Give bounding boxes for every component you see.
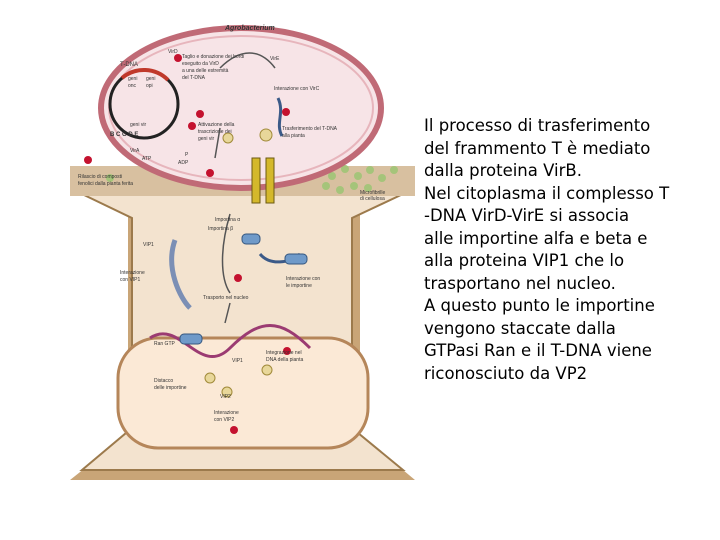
svg-text:Trasferimento del T-DNA: Trasferimento del T-DNA [282, 126, 338, 132]
svg-text:di cellulosa: di cellulosa [360, 196, 385, 202]
bacterium-body [98, 25, 384, 191]
svg-text:trascrizione dei: trascrizione dei [198, 129, 232, 135]
virb-channel [251, 157, 275, 204]
svg-text:Microfibrille: Microfibrille [360, 190, 386, 196]
caption-text: Il processo di trasferimento del framment… [424, 115, 714, 385]
caption-line: del frammento T è mediato [424, 138, 651, 158]
svg-text:eseguito da VirD: eseguito da VirD [182, 61, 219, 67]
svg-text:a una delle estremità: a una delle estremità [182, 68, 229, 74]
caption-line: A questo punto le importine [424, 296, 655, 315]
svg-text:Ran GTP: Ran GTP [154, 341, 176, 347]
svg-text:Trasporto nel nucleo: Trasporto nel nucleo [203, 295, 249, 301]
svg-text:Distacco: Distacco [154, 378, 173, 384]
svg-text:Importina β: Importina β [208, 226, 233, 232]
caption-line: alla proteina VIP1 che lo [424, 251, 625, 270]
svg-text:geni: geni [146, 76, 155, 82]
svg-text:geni vir: geni vir [198, 136, 214, 142]
svg-text:VirE: VirE [270, 56, 280, 62]
svg-text:Interazione: Interazione [120, 270, 145, 276]
caption-line: dalla proteina VirB. [424, 161, 582, 180]
plant-dna [149, 324, 312, 358]
svg-text:con VIP1: con VIP1 [120, 277, 141, 283]
svg-text:Rilascio di composti: Rilascio di composti [78, 174, 122, 180]
svg-text:ATP: ATP [142, 156, 152, 162]
agrobacterium-diagram: Agrobacterium T-DNA VirD geni onc geni o… [70, 18, 415, 485]
svg-text:Interazione con: Interazione con [286, 276, 320, 282]
caption-line: alle importine alfa e beta e [424, 228, 648, 248]
svg-text:Interazione con VirC: Interazione con VirC [274, 86, 320, 92]
svg-text:Interazione: Interazione [214, 410, 239, 416]
caption-line: Il processo di trasferimento [424, 116, 651, 135]
svg-text:opi: opi [146, 83, 153, 89]
svg-text:VIP1: VIP1 [143, 242, 154, 248]
svg-text:Attivazione della: Attivazione della [198, 122, 235, 128]
svg-text:delle importine: delle importine [154, 385, 187, 391]
svg-text:alla pianta: alla pianta [282, 133, 305, 139]
svg-text:VIP1: VIP1 [232, 358, 243, 364]
svg-text:VirA: VirA [130, 148, 140, 154]
svg-text:VirD: VirD [168, 49, 178, 55]
caption-line: riconosciuto da VP2 [424, 363, 588, 383]
svg-text:VIP2: VIP2 [220, 394, 231, 400]
svg-text:fenolici dalla pianta ferita: fenolici dalla pianta ferita [78, 181, 133, 187]
cellulose-microfibrils [106, 165, 398, 194]
caption-line: Nel citoplasma il complesso T [424, 183, 670, 203]
svg-text:onc: onc [128, 83, 137, 89]
svg-text:DNA della pianta: DNA della pianta [266, 357, 303, 363]
caption-line: vengono staccate dalla [424, 318, 616, 338]
svg-text:con VIP2: con VIP2 [214, 417, 235, 423]
plant-nucleus [116, 336, 370, 450]
svg-text:geni: geni [128, 76, 137, 82]
caption-line: -DNA VirD-VirE si associa [424, 206, 630, 225]
svg-text:Taglio e donazione dei bordi: Taglio e donazione dei bordi [182, 54, 244, 60]
svg-text:ADP: ADP [178, 160, 189, 166]
svg-text:le importine: le importine [286, 283, 312, 289]
svg-text:Importina α: Importina α [215, 217, 240, 223]
agrobacterium-title: Agrobacterium [224, 25, 275, 32]
svg-text:P: P [185, 152, 189, 158]
caption-line: trasportano nel nucleo. [424, 273, 616, 293]
caption-line: GTPasi Ran e il T-DNA viene [424, 341, 652, 360]
svg-text:B C G D E: B C G D E [110, 132, 138, 138]
svg-text:del T-DNA: del T-DNA [182, 75, 206, 81]
svg-text:geni vir: geni vir [130, 122, 146, 128]
svg-text:Integrazione nel: Integrazione nel [266, 350, 302, 356]
tdna-strand-cytoplasm [169, 239, 192, 310]
svg-text:T-DNA: T-DNA [120, 62, 138, 68]
